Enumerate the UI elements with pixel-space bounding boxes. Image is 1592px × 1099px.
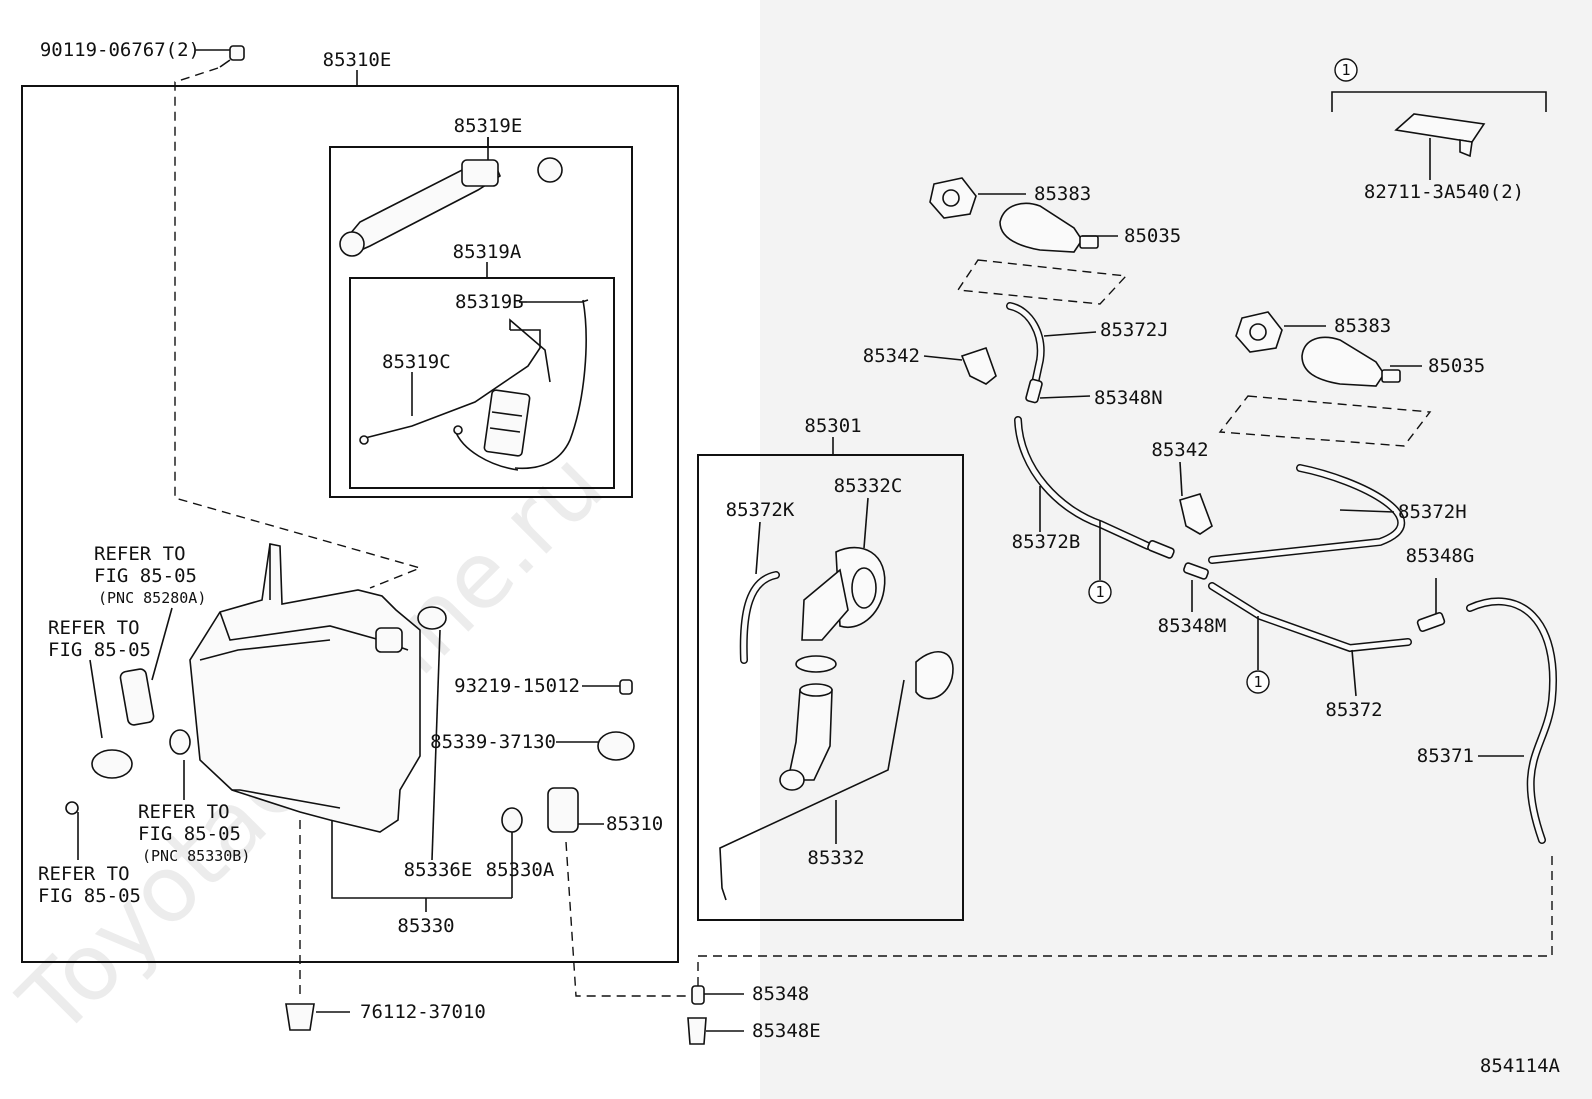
svg-text:REFER TO: REFER TO	[38, 863, 130, 885]
label-85332C: 85332C	[834, 475, 903, 497]
label-85372K: 85372K	[726, 499, 795, 521]
label-85372J: 85372J	[1100, 319, 1169, 341]
washer-tank	[189, 543, 447, 833]
box-85319E	[329, 146, 633, 498]
label-85332: 85332	[807, 847, 864, 869]
label-85372: 85372	[1325, 699, 1382, 721]
refer-note-2: REFER TO FIG 85-05	[48, 617, 151, 739]
label-90119: 90119-06767(2)	[40, 39, 200, 61]
label-85319E: 85319E	[454, 115, 523, 137]
svg-text:FIG 85-05: FIG 85-05	[48, 639, 151, 661]
label-85310E: 85310E	[323, 49, 392, 71]
refer-note-1: REFER TO FIG 85-05 (PNC 85280A)	[94, 543, 206, 681]
label-85371: 85371	[1417, 745, 1474, 767]
svg-text:REFER TO: REFER TO	[48, 617, 140, 639]
box-85310E	[21, 85, 679, 963]
label-85348N: 85348N	[1094, 387, 1163, 409]
label-82711: 82711-3A540(2)	[1364, 181, 1524, 203]
label-85348E: 85348E	[752, 1020, 821, 1042]
label-85319C: 85319C	[382, 351, 451, 373]
clip-82711	[1394, 113, 1486, 180]
svg-text:1: 1	[1253, 673, 1262, 691]
label-85383-lower: 85383	[1334, 315, 1391, 337]
svg-text:FIG 85-05: FIG 85-05	[138, 823, 241, 845]
label-85330: 85330	[397, 915, 454, 937]
refer-note-3: REFER TO FIG 85-05 (PNC 85330B)	[138, 760, 250, 865]
label-85301: 85301	[804, 415, 861, 437]
hose-85319E	[339, 137, 563, 257]
ref-marker-c: 1	[1246, 670, 1270, 694]
label-85342-lower: 85342	[1151, 439, 1208, 461]
nozzle-set-lower	[1218, 311, 1432, 447]
label-85348M: 85348M	[1158, 615, 1227, 637]
label-76112: 76112-37010	[360, 1001, 486, 1023]
right-panel-background	[760, 0, 1592, 1099]
svg-text:FIG 85-05: FIG 85-05	[38, 885, 141, 907]
hose-network	[1006, 302, 1557, 844]
parts-tank-right	[331, 629, 635, 912]
label-85348G: 85348G	[1406, 545, 1475, 567]
pump-85280A	[65, 668, 191, 815]
svg-text:(PNC 85280A): (PNC 85280A)	[98, 589, 206, 607]
label-85319A: 85319A	[453, 241, 522, 263]
clip-85342-lower	[1179, 461, 1213, 535]
connector-85348	[687, 985, 744, 1045]
label-85035-upper: 85035	[1124, 225, 1181, 247]
svg-text:REFER TO: REFER TO	[138, 801, 230, 823]
diagram-code: 854114A	[1480, 1055, 1561, 1077]
label-85330A: 85330A	[486, 859, 555, 881]
svg-text:REFER TO: REFER TO	[94, 543, 186, 565]
svg-text:FIG 85-05: FIG 85-05	[94, 565, 197, 587]
label-85383-upper: 85383	[1034, 183, 1091, 205]
filler-85301	[719, 497, 954, 901]
ref-marker-top: 1	[1331, 58, 1547, 112]
svg-text:(PNC 85330B): (PNC 85330B)	[142, 847, 250, 865]
nozzle-set-upper	[929, 177, 1128, 305]
svg-text:1: 1	[1095, 583, 1104, 601]
svg-text:1: 1	[1341, 61, 1350, 79]
label-85319B: 85319B	[455, 291, 524, 313]
clip-85342-upper	[923, 346, 997, 385]
label-85372H: 85372H	[1398, 501, 1467, 523]
grommet-76112	[285, 1003, 350, 1031]
label-85342-upper: 85342	[863, 345, 920, 367]
refer-note-4: REFER TO FIG 85-05	[38, 812, 141, 907]
label-93219: 93219-15012	[454, 675, 580, 697]
ref-marker-b: 1	[1088, 580, 1112, 604]
label-85348: 85348	[752, 983, 809, 1005]
label-85336E: 85336E	[404, 859, 473, 881]
box-85301	[697, 454, 964, 921]
label-85339: 85339-37130	[430, 731, 556, 753]
box-85319A	[349, 277, 615, 489]
harness-85319A	[359, 299, 589, 471]
label-85035-lower: 85035	[1428, 355, 1485, 377]
bolt-90119	[196, 45, 245, 68]
label-85310: 85310	[606, 813, 663, 835]
label-85372B: 85372B	[1012, 531, 1081, 553]
